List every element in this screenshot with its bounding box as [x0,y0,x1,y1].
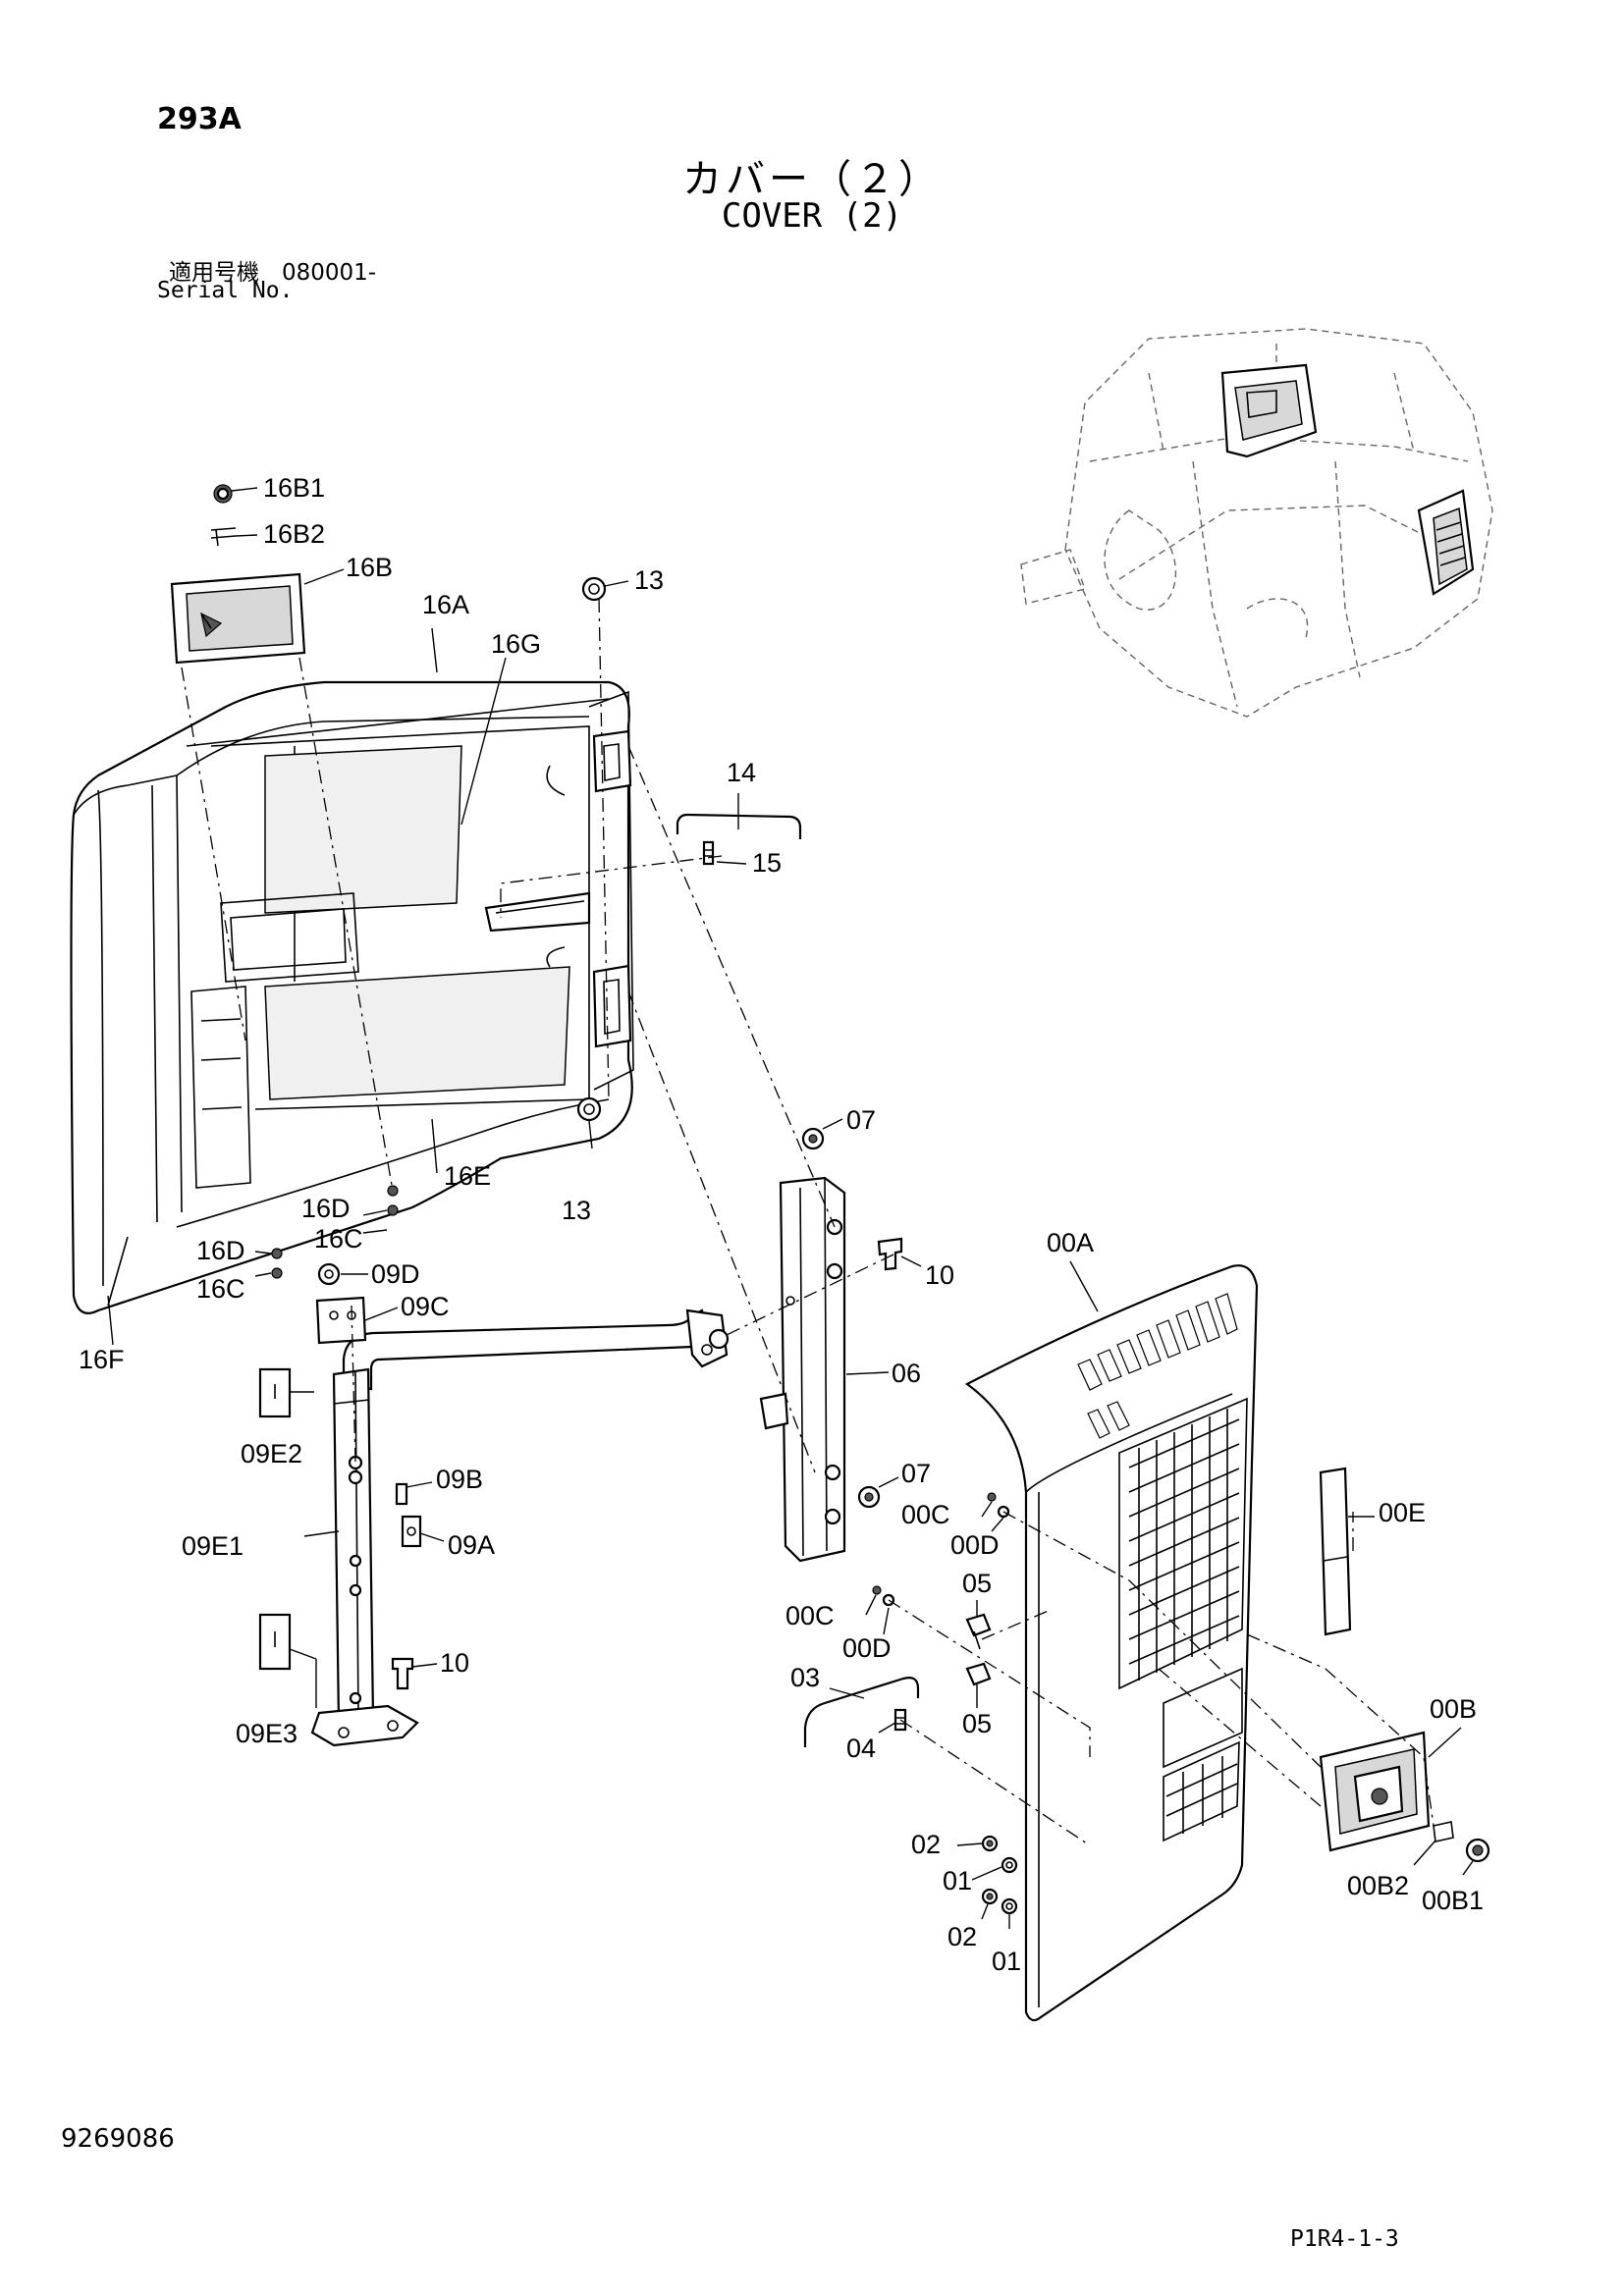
callout-16D-upper: 16D [301,1194,351,1223]
callout-00B: 00B [1430,1694,1477,1724]
callout-16F: 16F [79,1345,125,1374]
knob-07-top [801,1127,825,1150]
clip-16B2 [210,527,237,547]
callout-16B: 16B [346,553,393,582]
callout-16C-upper: 16C [314,1224,363,1254]
callout-05-lower: 05 [962,1709,992,1738]
knob-00B1 [1465,1838,1490,1863]
callout-16A: 16A [422,590,469,619]
handle-plate-16B [170,572,306,665]
callout-07-bottom: 07 [901,1459,931,1488]
machine-location-inset [1020,328,1493,718]
callout-09E1: 09E1 [182,1531,244,1561]
knob-07-bottom [857,1485,881,1509]
callout-01-upper: 01 [943,1866,972,1896]
callout-06: 06 [892,1359,921,1388]
rubber-strip-00E [1319,1467,1352,1636]
serial-label-japanese: 適用号機 080001- [169,260,377,286]
bolt-13-top [581,576,607,602]
screw-15 [702,840,715,866]
callout-00C-upper: 00C [901,1500,950,1529]
page-code: 293A [157,102,242,136]
side-cover-00A [964,1264,1259,2022]
callout-09E3: 09E3 [236,1719,298,1748]
serial-label-english: Serial No. [157,278,294,303]
knob-16B1 [213,484,233,504]
callout-02-upper: 02 [911,1830,941,1859]
assembly-center-lines [181,598,1435,1846]
bolt-05-upper [965,1613,992,1650]
washer-01-lower [1001,1897,1018,1915]
callout-leader-lines [107,487,1474,1929]
callout-00A: 00A [1047,1228,1094,1257]
cab-door-16A [70,680,634,1314]
callout-13-top: 13 [634,565,664,595]
document-number: 9269086 [61,2124,175,2154]
label-sticker-09E2 [258,1367,292,1418]
bolt-13-bottom [576,1096,602,1122]
callout-03: 03 [790,1663,820,1692]
bolt-10-upper [877,1237,903,1271]
callout-14: 14 [727,758,756,787]
page-title-japanese: カバー（２） [682,157,942,202]
callout-00B1: 00B1 [1422,1886,1484,1915]
callout-00D-lower: 00D [842,1633,892,1663]
nut-00C-upper [987,1492,997,1502]
callout-16B1: 16B1 [263,473,325,503]
callout-09C: 09C [401,1292,450,1321]
callout-16G: 16G [491,629,541,659]
callout-00E: 00E [1379,1498,1426,1527]
callout-07-top: 07 [846,1105,876,1135]
grab-handle-03 [803,1677,920,1747]
washer-16C-upper [387,1204,399,1216]
stay-assembly-09 [310,1262,730,1747]
nut-00C-lower [872,1585,882,1595]
callout-16C-lower: 16C [196,1274,245,1304]
nut-02-upper [981,1835,999,1852]
callout-00C-lower: 00C [785,1601,835,1630]
page-reference: P1R4-1-3 [1290,2226,1399,2252]
lock-plate-00B [1319,1731,1431,1852]
callout-09D: 09D [371,1259,420,1289]
callout-10-upper: 10 [925,1260,954,1290]
nut-16D-lower [271,1248,283,1259]
callout-04: 04 [846,1734,876,1763]
page-title-english: COVER (2) [721,196,903,236]
label-sticker-09E3 [258,1613,292,1671]
nut-02-lower [981,1888,999,1905]
hinge-rail-06 [759,1176,846,1563]
callout-15: 15 [752,848,782,878]
callout-00B2: 00B2 [1347,1871,1409,1900]
callout-00D-upper: 00D [950,1530,1000,1560]
callout-09A: 09A [448,1530,495,1560]
callout-16E: 16E [444,1161,491,1191]
callout-13-bottom: 13 [562,1196,591,1225]
callout-09E2: 09E2 [241,1439,302,1468]
cover-top-vents [1077,1293,1238,1439]
callout-09B: 09B [436,1465,483,1494]
washer-01-upper [1001,1856,1018,1874]
callout-02-lower: 02 [947,1922,977,1951]
callout-10-lower: 10 [440,1648,469,1678]
washer-16C-lower [271,1267,283,1279]
callout-16D-lower: 16D [196,1236,245,1265]
callout-labels: 16B1 16B2 16B 16A 16G 13 13 14 15 16E 16… [79,473,1484,1976]
clip-00B2 [1433,1821,1454,1842]
bolt-05-lower [965,1662,992,1686]
callout-01-lower: 01 [992,1947,1021,1976]
callout-05-upper: 05 [962,1569,992,1598]
callout-16B2: 16B2 [263,519,325,549]
